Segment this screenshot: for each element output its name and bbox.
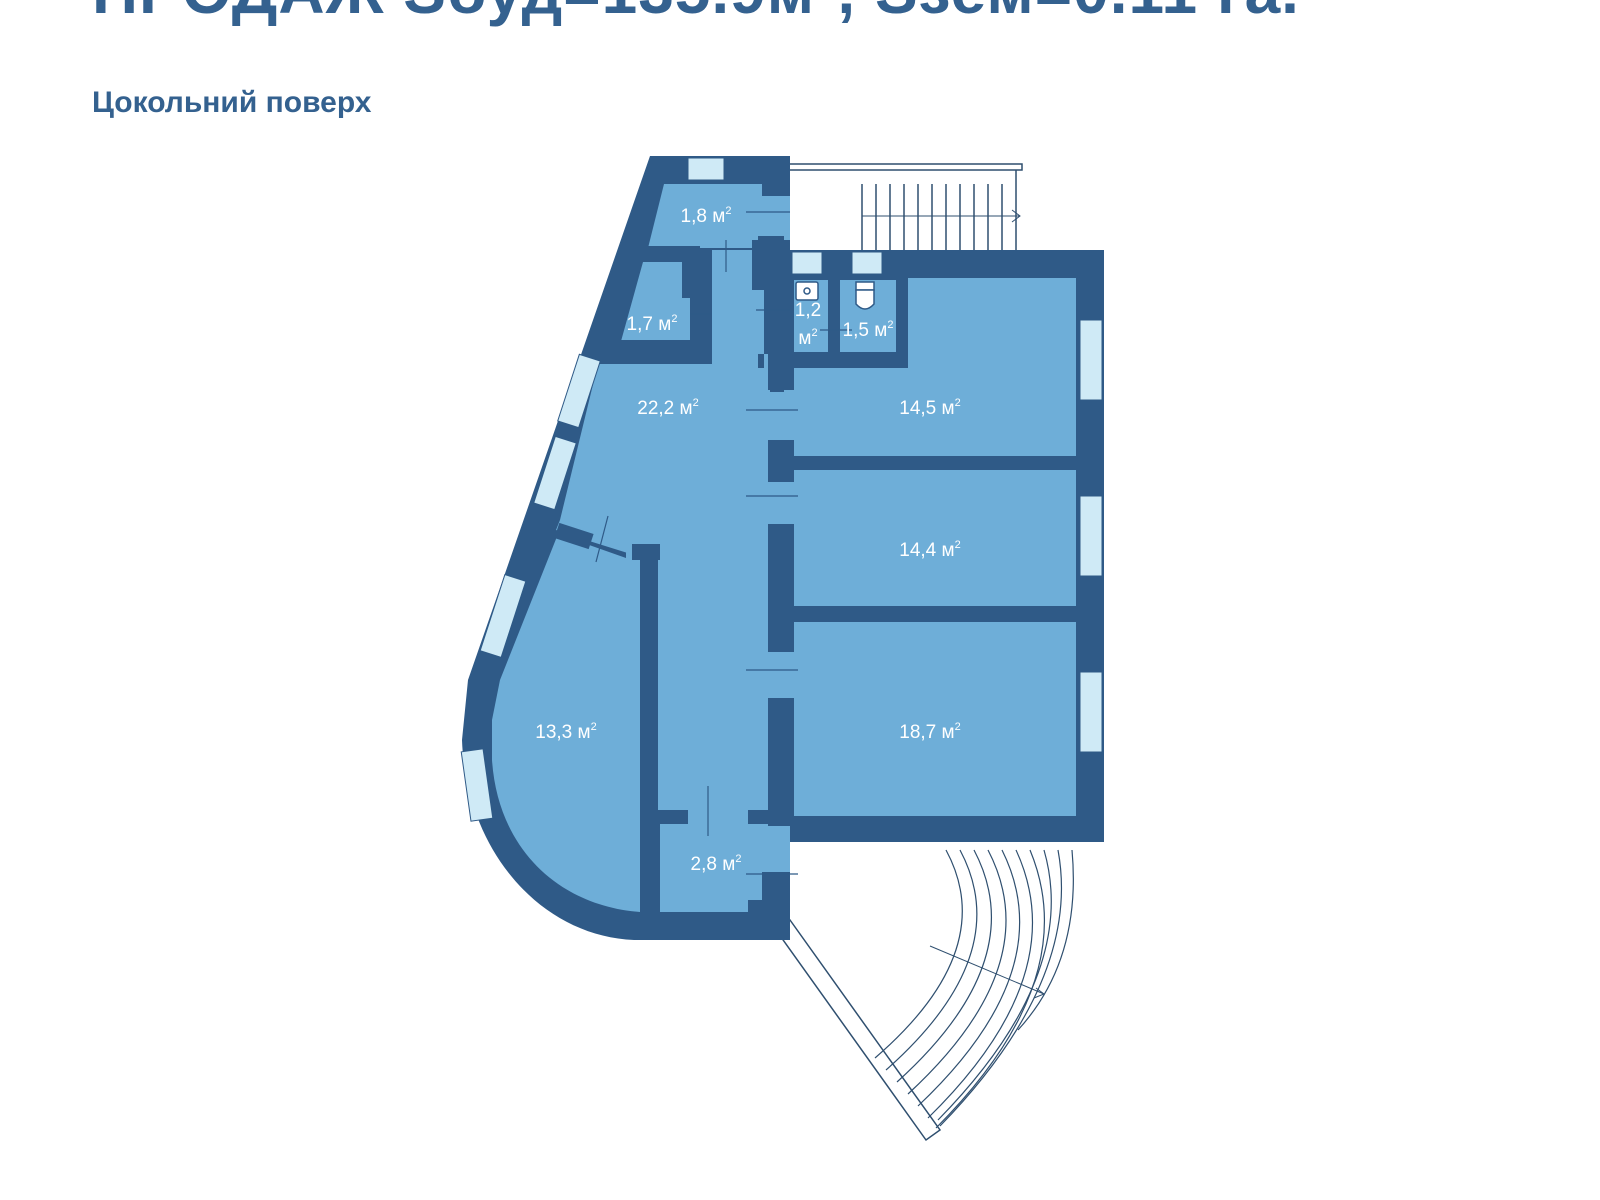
stairs-bottom [774,849,1074,1142]
wall-segment [790,456,1080,470]
room-label-r5: 1,5 м2 [843,319,894,341]
wall-segment [758,236,784,288]
wall-segment [640,550,658,922]
room-label-r6: 14,5 м2 [899,397,960,419]
wall-segment [768,698,794,826]
wall-segment [658,810,688,824]
wall-segment [768,440,794,482]
interior-walls [554,236,1080,940]
wall-segment [828,278,840,314]
interior-floor [492,184,1076,912]
stairs-bottom-rail [774,918,942,1142]
wall-segment [896,278,908,368]
wall-segment [768,524,794,652]
room-label-r10: 2,8 м2 [691,853,742,875]
arrow-right-icon [1033,987,1046,999]
window [851,251,883,275]
arrow-right-icon [1011,209,1021,223]
room-label-r2: 1,7 м2 [627,313,678,335]
wall-segment [682,258,700,298]
room-r8 [790,622,1076,816]
stairs-top [767,163,1023,250]
room-r10 [660,822,790,912]
room-r7 [790,470,1076,606]
window [1079,671,1103,753]
window [460,748,494,822]
window [479,573,527,659]
room-label-r3: 22,2 м2 [637,397,698,419]
stairs-bottom-path [929,945,1045,995]
wall-segment [606,340,700,362]
room-r6 [784,278,1076,456]
stairs-top-rail [767,163,1023,171]
page-title: ПРОДАЖ Sбуд=135.9м², Sзем=0.11 га. [92,0,1300,28]
wall-segment [748,810,792,824]
door-lines [595,211,852,875]
toilet-icon [855,281,875,310]
wall-segment [790,606,1080,622]
stairs-bottom-steps [874,849,1074,1129]
sink-icon [795,281,819,301]
wall-segment [554,522,594,550]
room-r3 [556,250,790,888]
room-label-r8: 18,7 м2 [899,721,960,743]
floor-label: Цокольний поверх [92,86,372,119]
windows [460,157,1103,822]
window [687,157,725,181]
wall-segment [748,900,790,940]
wall-segment [644,246,700,260]
room-r1 [648,184,790,248]
room-r9 [492,534,642,912]
room-label-r1: 1,8 м2 [681,205,732,227]
wall-segment [632,544,660,560]
room-label-r7: 14,4 м2 [899,539,960,561]
window [1079,495,1103,577]
window [557,353,601,429]
window [533,435,577,511]
window [1079,319,1103,401]
stairs-top-steps [861,184,1003,250]
wall-segment [784,352,908,368]
window [791,251,823,275]
room-r2 [618,262,700,352]
room-label-r9: 13,3 м2 [535,721,596,743]
